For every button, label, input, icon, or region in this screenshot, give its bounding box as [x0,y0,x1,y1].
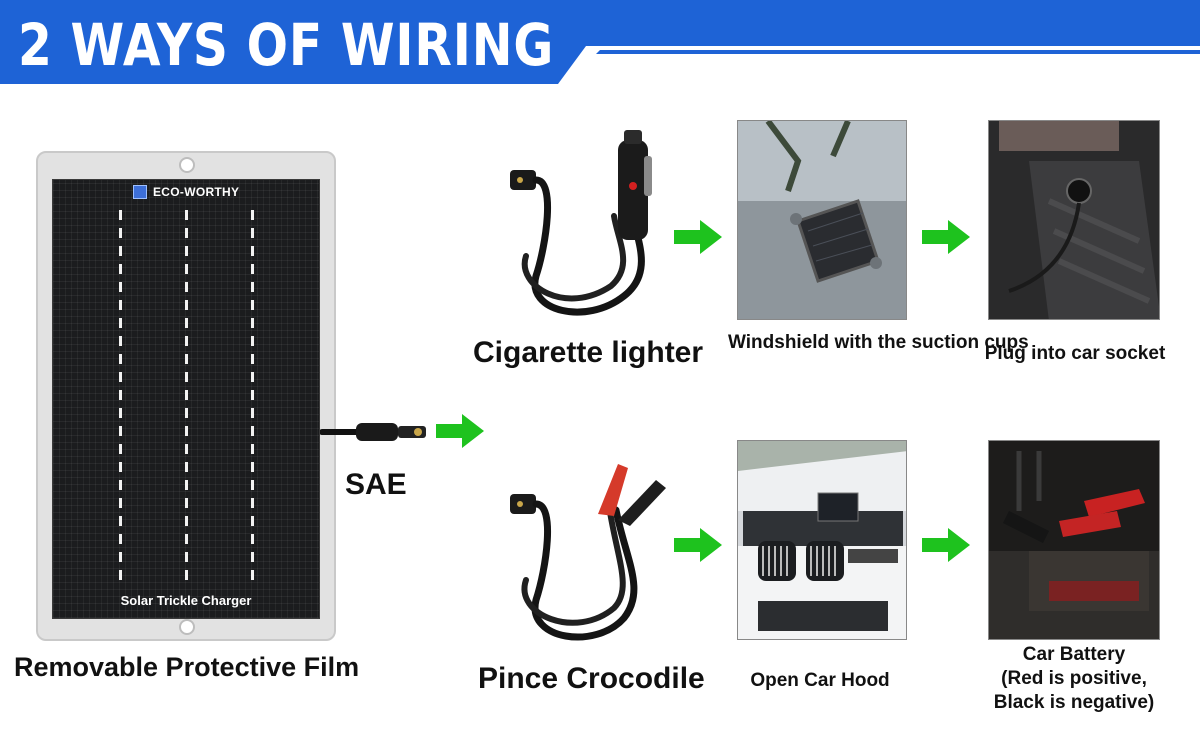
brand-logo: ECO-WORTHY [133,185,239,199]
mounting-hole-bottom [179,619,195,635]
busbar [251,210,254,580]
solar-logo-icon [133,185,147,199]
busbar [185,210,188,580]
car-battery-photo [988,440,1160,640]
method-name-crocodile: Pince Crocodile [478,662,705,695]
car-socket-photo [988,120,1160,320]
crocodile-clip-cable [510,464,666,641]
header-banner: 2 WAYS OF WIRING [0,0,1200,92]
brand-name: ECO-WORTHY [153,185,240,199]
battery-caption-line: (Red is positive, [1001,668,1147,689]
connector-label: SAE [345,468,407,501]
page-title: 2 WAYS OF WIRING [18,11,555,79]
mounting-hole-top [179,157,195,173]
car-hood-photo [737,440,907,640]
cigarette-lighter-cable [510,130,652,316]
right-arrow-icon [922,220,970,254]
right-arrow-icon [922,528,970,562]
method-name-cigarette: Cigarette lighter [473,336,704,369]
step-caption-hood: Open Car Hood [750,670,890,691]
solar-panel: ECO-WORTHY Solar Trickle Charger [36,151,336,641]
busbar [119,210,122,580]
panel-cells: ECO-WORTHY Solar Trickle Charger [52,179,320,619]
sae-cable [320,423,426,441]
right-arrow-icon [674,220,722,254]
right-arrow-icon [436,414,484,448]
right-arrow-icon [674,528,722,562]
battery-caption-line: Car Battery [1022,644,1126,665]
step-caption-windshield: Windshield with the suction cups [728,332,1029,353]
step-caption-battery: Car Battery (Red is positive, Black is n… [972,643,1176,715]
battery-caption-line: Black is negative) [993,692,1155,713]
windshield-photo [737,120,907,320]
protective-film-caption: Removable Protective Film [14,652,360,682]
step-caption-socket: Plug into car socket [984,343,1166,364]
panel-label: Solar Trickle Charger [120,593,252,608]
banner-background [0,0,1200,84]
